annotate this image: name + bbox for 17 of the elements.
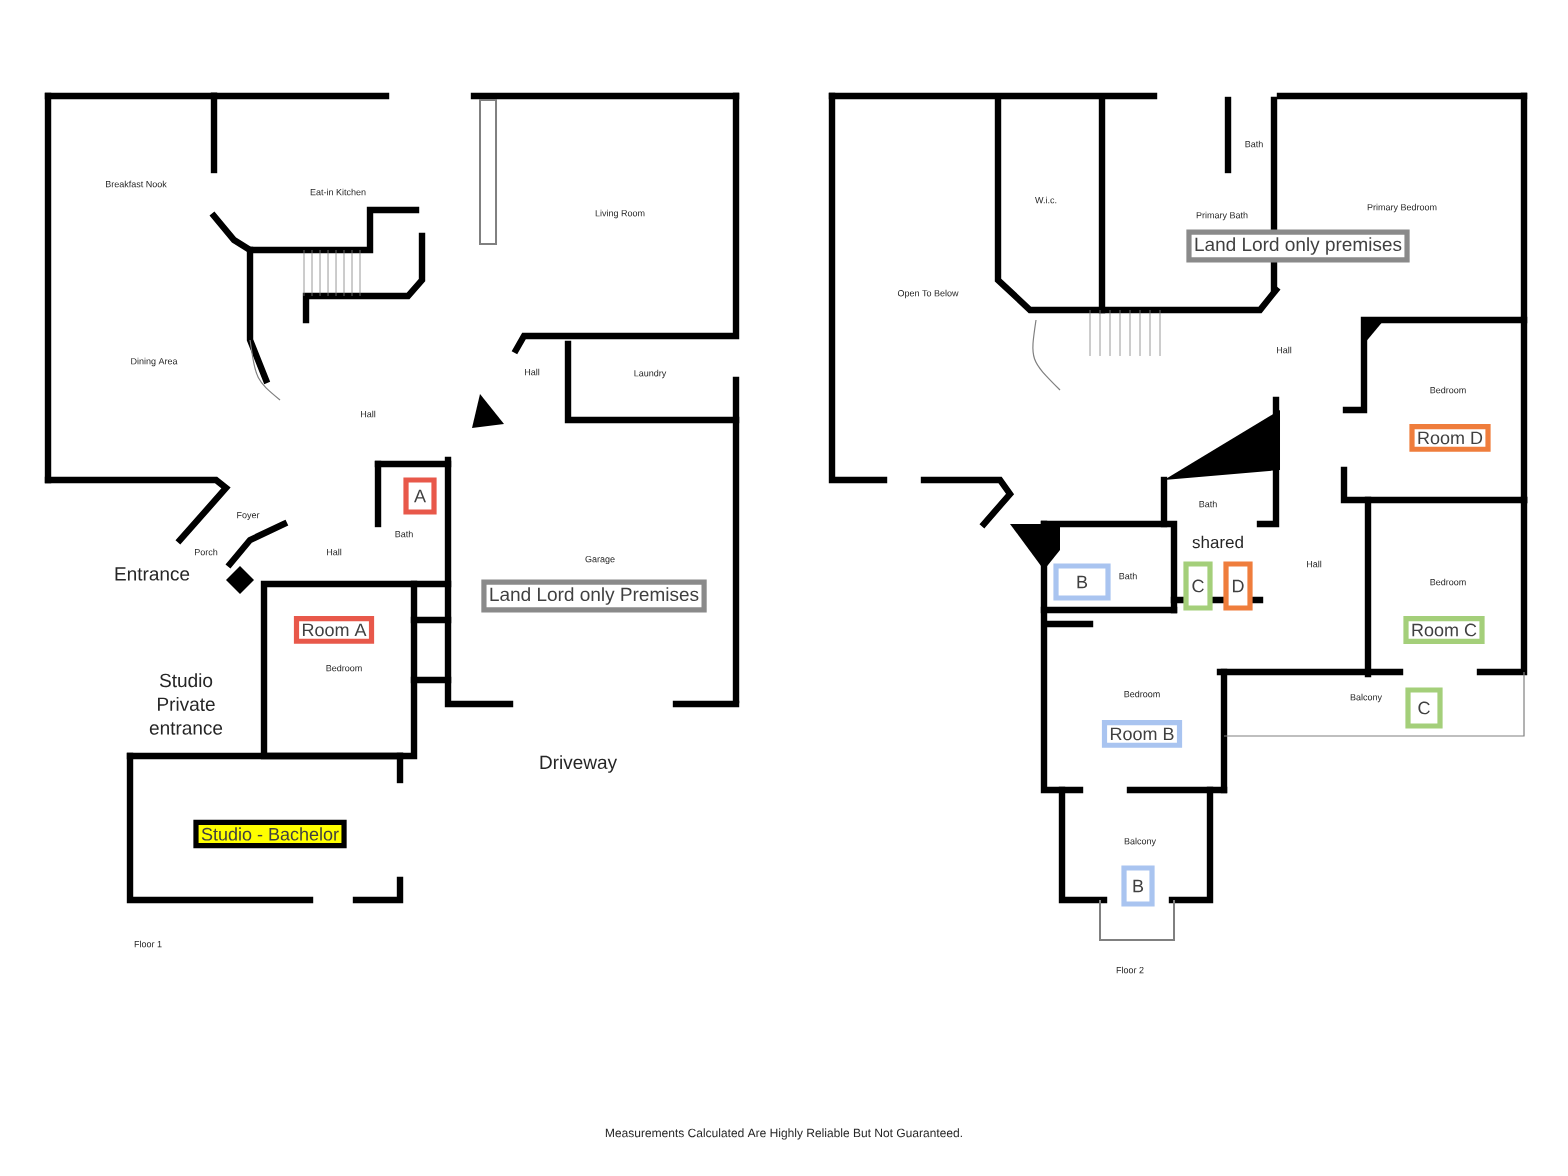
room-tag: Studio - Bachelor	[193, 819, 347, 849]
room-tag: Land Lord only premises	[1186, 229, 1410, 263]
room-tag: C	[1405, 687, 1443, 729]
room-tag: Land Lord only Premises	[481, 579, 707, 613]
room-tag: B	[1121, 865, 1155, 907]
room-tag: C	[1183, 561, 1213, 611]
room-tag: B	[1053, 563, 1111, 601]
room-tag: Room D	[1409, 424, 1491, 452]
room-tag: Room C	[1403, 616, 1485, 644]
area-label: Entrance	[115, 567, 190, 581]
area-label: Driveway	[540, 755, 618, 773]
room-tag: Room A	[293, 616, 375, 644]
area-label: shared	[1192, 535, 1243, 549]
room-tag: D	[1223, 561, 1253, 611]
room-tag: Room B	[1101, 720, 1183, 748]
area-label: Studio Private entrance	[149, 673, 223, 735]
room-tag: A	[403, 477, 437, 515]
